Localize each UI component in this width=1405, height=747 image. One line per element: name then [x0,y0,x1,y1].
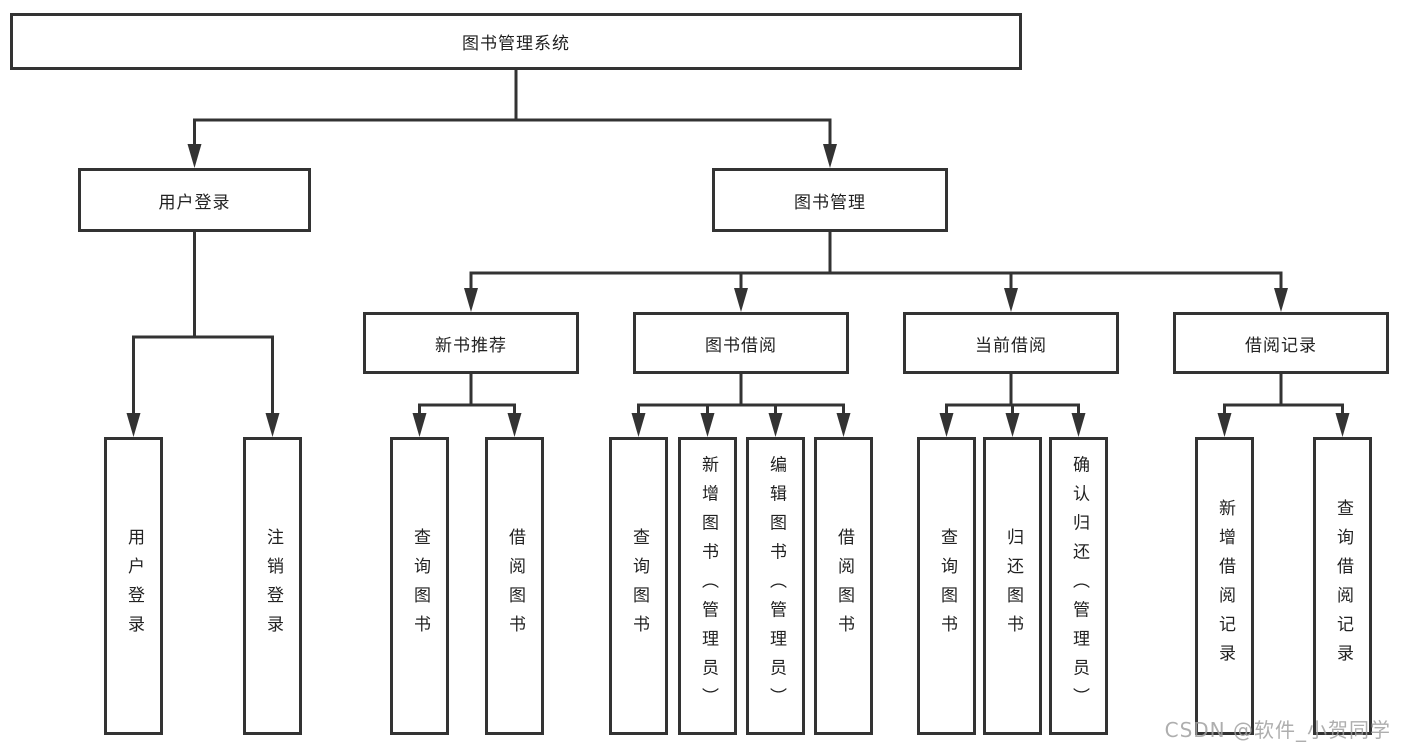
leaf-user-login: 用户登录 [104,437,163,735]
leaf-label: 查询图书 [629,528,649,644]
connector-records-children [1217,374,1350,437]
connector-book-borrow-children [631,374,851,437]
leaf-query-borrow-record: 查询借阅记录 [1313,437,1372,735]
leaf-borrow-books-recommend: 借阅图书 [485,437,544,735]
connector-user-login-children [126,232,280,437]
connector-new-book-children [412,374,522,437]
leaf-label: 查询图书 [410,528,430,644]
node-user-login-branch: 用户登录 [78,168,311,232]
leaf-label: 归还图书 [1003,528,1023,644]
node-library-management-system: 图书管理系统 [10,13,1022,70]
leaf-label: 注销登录 [263,528,283,644]
leaf-label: 查询借阅记录 [1333,499,1353,673]
leaf-return-books: 归还图书 [983,437,1042,735]
leaf-label: 借阅图书 [834,528,854,644]
leaf-confirm-return-admin: 确认归还（管理员） [1049,437,1108,735]
leaf-label: 用户登录 [124,528,144,644]
leaf-label: 编辑图书（管理员） [766,455,786,717]
node-borrowing-records: 借阅记录 [1173,312,1389,374]
node-book-management-branch: 图书管理 [712,168,948,232]
leaf-query-books-recommend: 查询图书 [390,437,449,735]
leaf-add-borrow-record: 新增借阅记录 [1195,437,1254,735]
leaf-label: 借阅图书 [505,528,525,644]
leaf-label: 新增图书（管理员） [698,455,718,717]
leaf-label: 确认归还（管理员） [1069,455,1089,717]
leaf-query-books-borrow: 查询图书 [609,437,668,735]
node-book-borrowing: 图书借阅 [633,312,849,374]
leaf-query-books-current: 查询图书 [917,437,976,735]
connector-book-management-children [464,232,1288,312]
leaf-logout: 注销登录 [243,437,302,735]
node-current-borrowing: 当前借阅 [903,312,1119,374]
leaf-add-book-admin: 新增图书（管理员） [678,437,737,735]
leaf-label: 查询图书 [937,528,957,644]
watermark: CSDN @软件_小贺同学 [1164,718,1391,742]
leaf-label: 新增借阅记录 [1215,499,1235,673]
leaf-edit-book-admin: 编辑图书（管理员） [746,437,805,735]
node-new-book-recommendation: 新书推荐 [363,312,579,374]
connector-root-to-branches [187,70,837,168]
connector-current-borrow-children [939,374,1086,437]
leaf-borrow-books: 借阅图书 [814,437,873,735]
